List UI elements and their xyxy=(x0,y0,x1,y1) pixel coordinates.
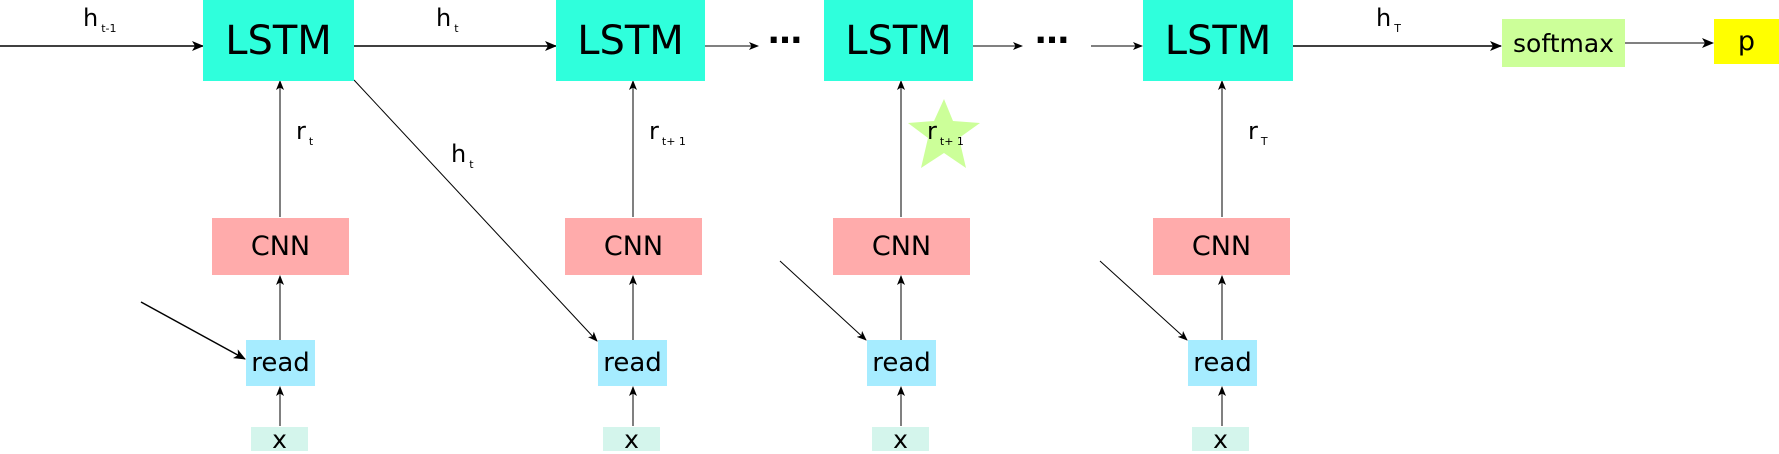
label-h-prev-main: h xyxy=(83,4,99,32)
softmax-node: softmax xyxy=(1502,19,1625,67)
label-r-t-main: r xyxy=(296,117,306,145)
label-r-T-sub: T xyxy=(1260,135,1268,148)
arrow-in-to-read4 xyxy=(1099,260,1188,341)
star-highlight xyxy=(908,99,980,168)
label-r-t1-b-main: r xyxy=(927,117,937,145)
label-r-t1-a-main: r xyxy=(649,117,659,145)
arrow-in-to-read1 xyxy=(140,301,246,360)
output-p: p xyxy=(1714,19,1779,64)
label-r-t1-a-sub: t+ 1 xyxy=(661,135,686,148)
arrow-lstm1-diag-to-read2 xyxy=(353,79,598,342)
lstm-node-2: LSTM xyxy=(556,0,705,81)
label-h-T-main: h xyxy=(1376,4,1392,32)
x-input-2: x xyxy=(603,425,660,454)
x-input-1: x xyxy=(251,425,308,454)
cnn-node-2: CNN xyxy=(565,218,702,275)
cnn-node-3: CNN xyxy=(833,218,970,275)
label-h-T-sub: T xyxy=(1394,22,1401,35)
label-r-T-main: r xyxy=(1248,117,1258,145)
x-input-4: x xyxy=(1192,425,1249,454)
label-h-t-top-main: h xyxy=(436,4,452,32)
label-h-t-diag-sub: t xyxy=(469,158,474,171)
ellipsis-2: … xyxy=(1035,12,1071,52)
read-node-1: read xyxy=(246,340,315,386)
lstm-node-3: LSTM xyxy=(824,0,973,81)
label-r-t1-b-sub: t+ 1 xyxy=(939,135,964,148)
cnn-node-4: CNN xyxy=(1153,218,1290,275)
label-h-prev-sub: t-1 xyxy=(101,22,117,35)
arrow-in-to-read3 xyxy=(779,260,867,341)
label-h-t-diag-main: h xyxy=(451,140,467,168)
cnn-node-1: CNN xyxy=(212,218,349,275)
label-r-t-sub: t xyxy=(308,135,314,148)
x-input-3: x xyxy=(872,425,929,454)
ellipsis-1: … xyxy=(768,12,804,52)
lstm-node-4: LSTM xyxy=(1143,0,1293,81)
lstm-node-1: LSTM xyxy=(203,0,354,81)
read-node-4: read xyxy=(1188,340,1257,386)
read-node-2: read xyxy=(598,340,667,386)
read-node-3: read xyxy=(867,340,936,386)
label-h-t-top-sub: t xyxy=(454,22,459,35)
